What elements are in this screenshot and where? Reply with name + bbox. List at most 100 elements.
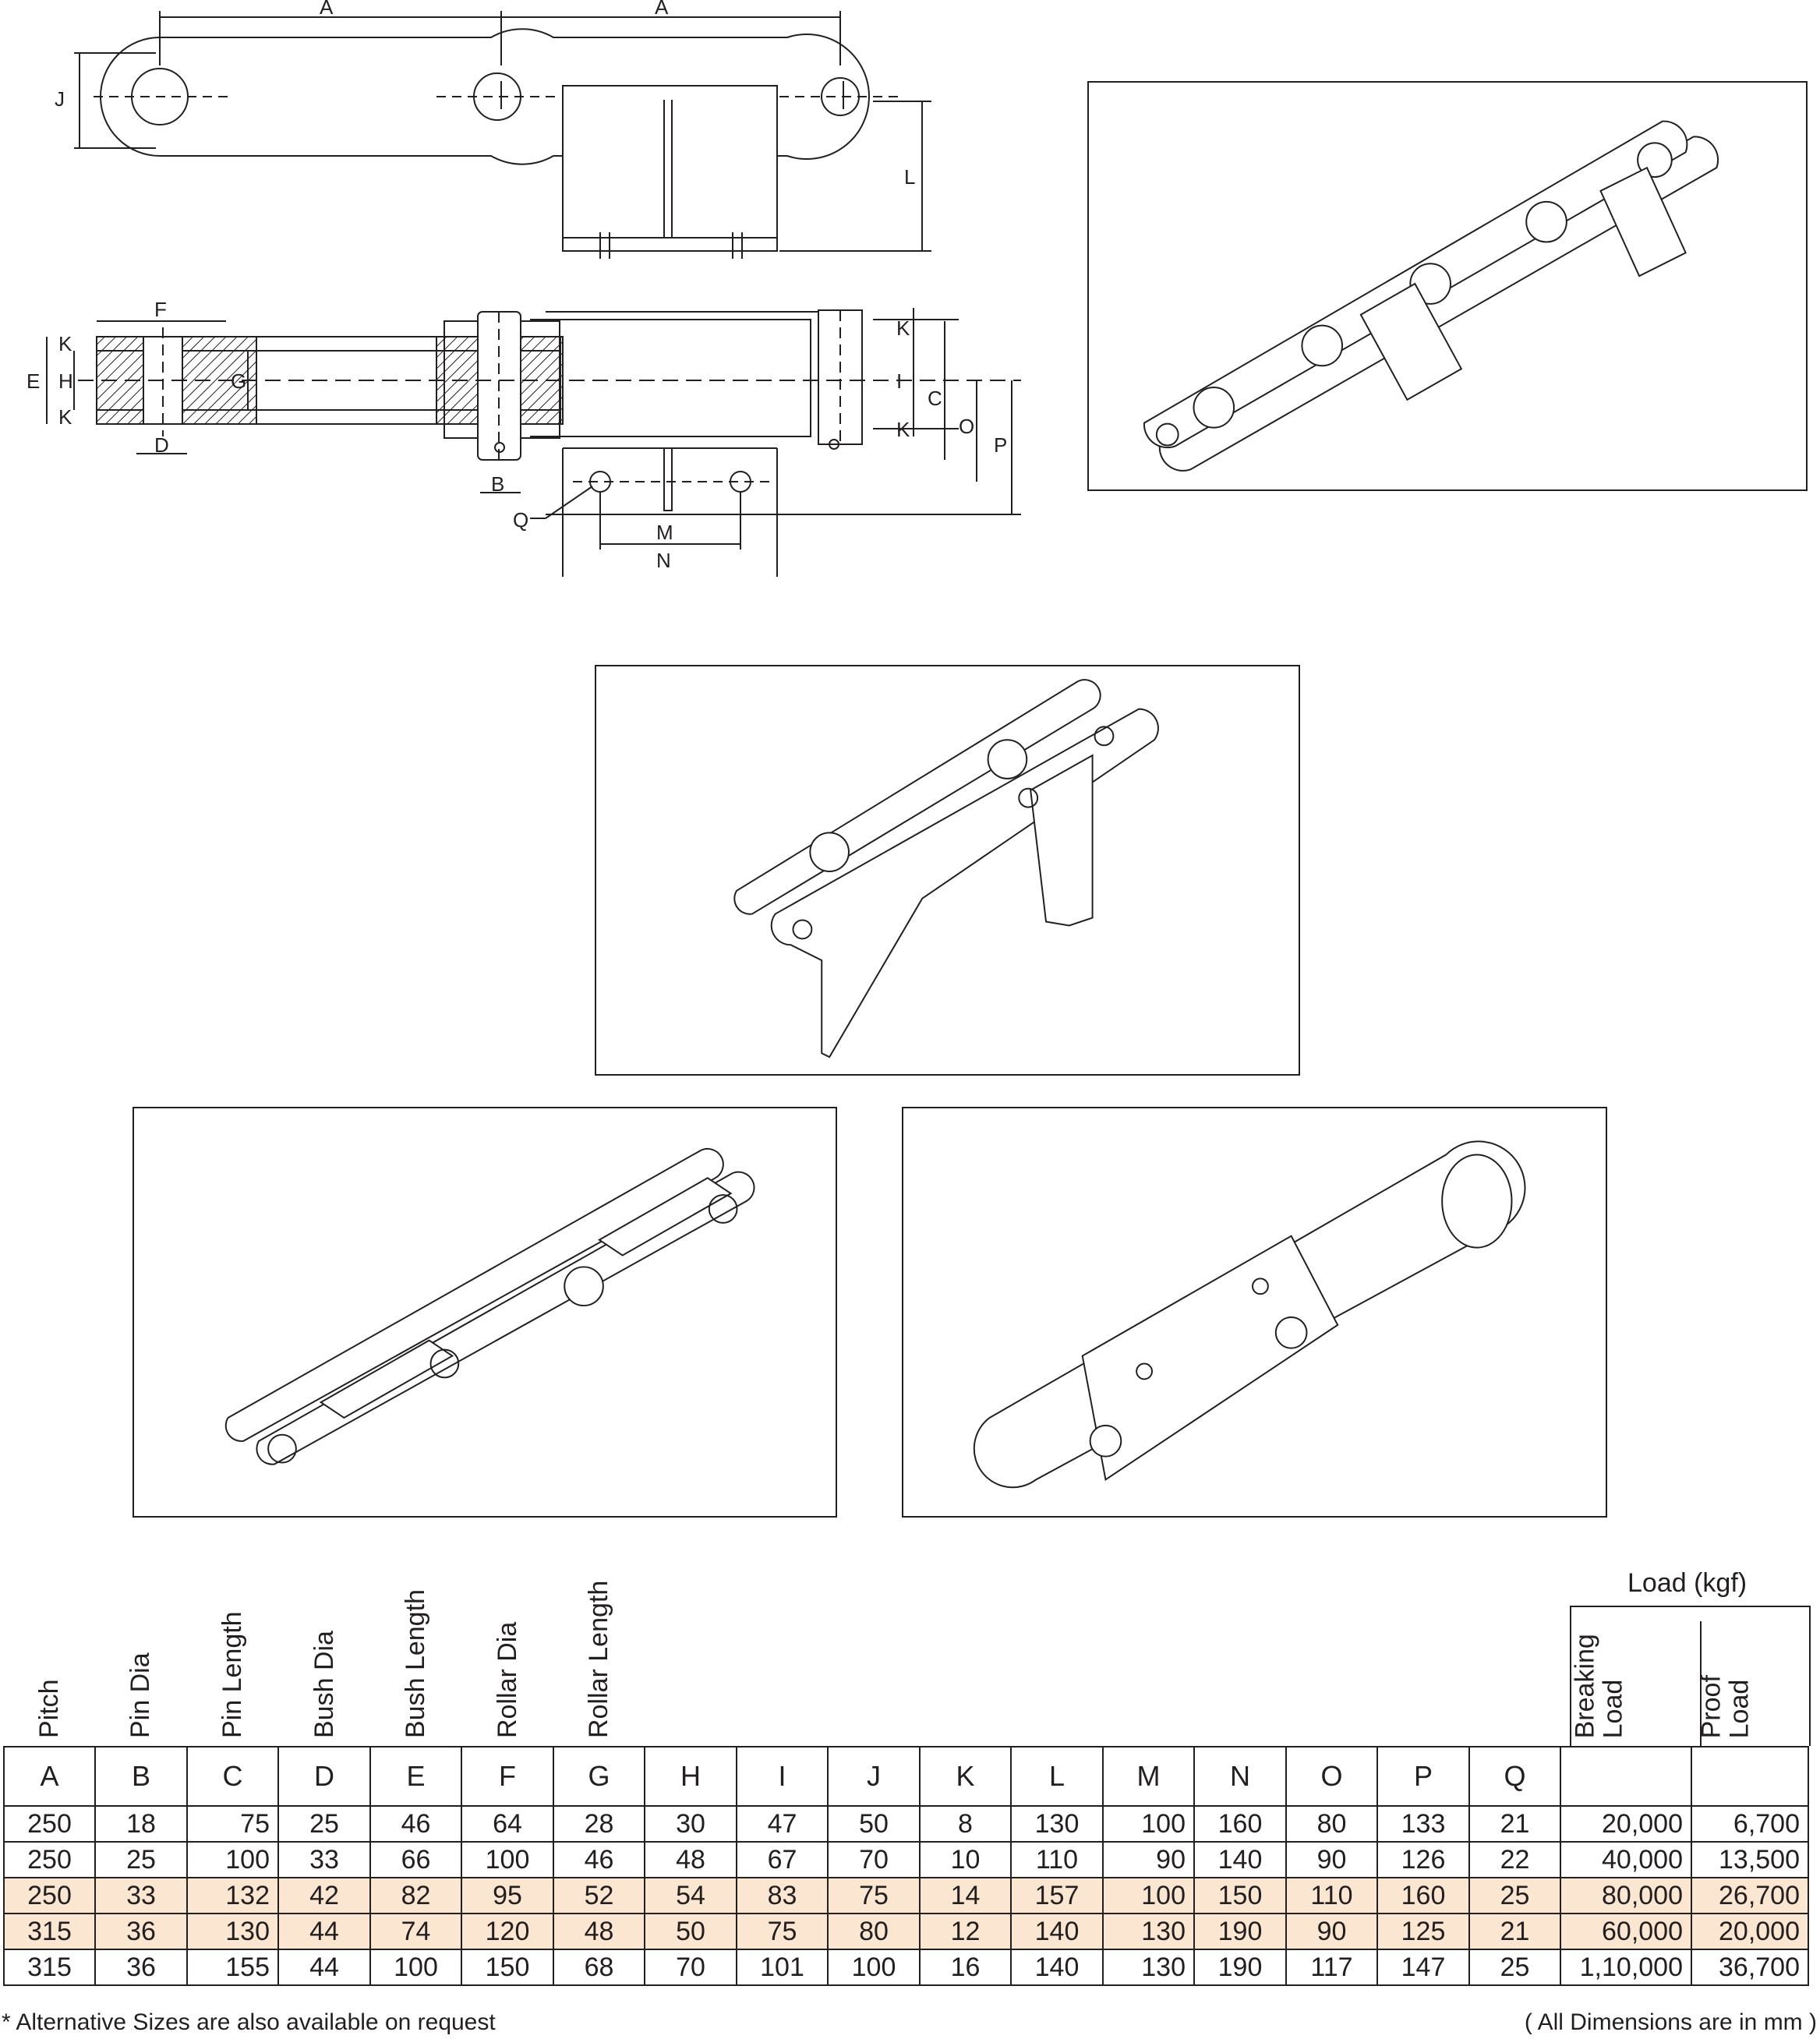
table-cell: 70 — [827, 1841, 921, 1878]
letter-cell: I — [736, 1746, 829, 1807]
table-cell: 25 — [94, 1841, 188, 1878]
table-cell: 190 — [1193, 1949, 1287, 1986]
letter-cell: N — [1193, 1746, 1287, 1807]
table-cell: 120 — [461, 1913, 554, 1950]
header-col-d: Bush Dia — [306, 1551, 353, 1738]
table-cell: 52 — [553, 1877, 645, 1914]
table-cell: 315 — [3, 1949, 96, 1986]
table-cell: 150 — [461, 1949, 554, 1986]
dim-label-o: O — [959, 415, 974, 438]
table-cell: 21 — [1468, 1805, 1561, 1843]
table-cell: 140 — [1193, 1841, 1287, 1878]
header-pin-dia: Pin Dia — [125, 1652, 155, 1738]
table-cell: 130 — [186, 1913, 279, 1950]
table-cell: 126 — [1376, 1841, 1470, 1878]
table-cell: 190 — [1193, 1913, 1287, 1950]
dim-label-i: I — [896, 369, 902, 393]
header-col-g: Rollar Length — [581, 1551, 627, 1738]
table-cell: 30 — [644, 1805, 737, 1843]
table-cell: 33 — [94, 1877, 188, 1914]
table-cell: 110 — [1285, 1877, 1378, 1914]
table-cell: 90 — [1102, 1841, 1195, 1878]
dim-label-k3: K — [896, 316, 910, 340]
table-cell: 110 — [1010, 1841, 1104, 1878]
dim-label-e: E — [27, 369, 40, 393]
table-cell: 100 — [369, 1949, 462, 1986]
letter-cell: B — [94, 1746, 188, 1807]
header-pin-length: Pin Length — [217, 1611, 247, 1738]
chain-illustration-flat-attachment — [133, 1107, 837, 1518]
table-cell: 100 — [186, 1841, 279, 1878]
table-cell: 147 — [1376, 1949, 1470, 1986]
table-cell: 25 — [277, 1805, 371, 1843]
table-cell: 90 — [1285, 1841, 1378, 1878]
letter-cell: K — [919, 1746, 1012, 1807]
load-group-divider — [1700, 1621, 1702, 1746]
table-cell: 150 — [1193, 1877, 1287, 1914]
letter-cell: O — [1285, 1746, 1378, 1807]
table-cell: 130 — [1102, 1913, 1195, 1950]
table-cell: 33 — [277, 1841, 371, 1878]
table-cell: 75 — [736, 1913, 829, 1950]
breaking-load-line1: Breaking — [1570, 1633, 1600, 1738]
header-bush-dia: Bush Dia — [309, 1631, 339, 1738]
table-cell: 25 — [1468, 1949, 1561, 1986]
header-rollar-dia: Rollar Dia — [493, 1621, 522, 1738]
table-cell: 36,700 — [1691, 1949, 1809, 1986]
header-col-b: Pin Dia — [122, 1551, 169, 1738]
table-cell: 18 — [94, 1805, 188, 1843]
table-cell: 80 — [827, 1913, 921, 1950]
table-cell: 16 — [919, 1949, 1012, 1986]
header-proof-load: Proof Load — [1697, 1582, 1790, 1738]
table-cell: 44 — [277, 1913, 371, 1950]
table-cell: 100 — [827, 1949, 921, 1986]
header-breaking-load: Breaking Load — [1571, 1582, 1663, 1738]
header-col-a: Pitch — [31, 1551, 78, 1738]
dim-label-g: G — [231, 369, 246, 393]
table-cell: 64 — [461, 1805, 554, 1843]
table-cell: 250 — [3, 1877, 96, 1914]
letter-cell: J — [827, 1746, 921, 1807]
dim-label-k2: K — [58, 405, 72, 429]
letter-cell: C — [186, 1746, 279, 1807]
letter-cell: F — [461, 1746, 554, 1807]
table-cell: 26,700 — [1691, 1877, 1809, 1914]
table-cell: 140 — [1010, 1913, 1104, 1950]
table-cell: 157 — [1010, 1877, 1104, 1914]
letter-cell — [1560, 1746, 1692, 1807]
table-cell: 140 — [1010, 1949, 1104, 1986]
chain-illustration-extended-plate — [902, 1107, 1607, 1518]
table-cell: 44 — [277, 1949, 371, 1986]
header-col-f: Rollar Dia — [489, 1551, 536, 1738]
table-cell: 125 — [1376, 1913, 1470, 1950]
table-cell: 75 — [186, 1805, 279, 1843]
table-cell: 20,000 — [1560, 1805, 1692, 1843]
table-cell: 133 — [1376, 1805, 1470, 1843]
table-cell: 74 — [369, 1913, 462, 1950]
table-cell: 12 — [919, 1913, 1012, 1950]
table-cell: 100 — [461, 1841, 554, 1878]
table-cell: 95 — [461, 1877, 554, 1914]
letter-cell: G — [553, 1746, 645, 1807]
table-cell: 40,000 — [1560, 1841, 1692, 1878]
dim-label-n: N — [656, 549, 671, 572]
dim-label-c: C — [928, 387, 942, 410]
dim-label-a2: A — [655, 0, 669, 19]
table-cell: 48 — [644, 1841, 737, 1878]
load-group-title: Load (kgf) — [1627, 1568, 1748, 1598]
dim-label-l: L — [904, 165, 915, 189]
table-cell: 22 — [1468, 1841, 1561, 1878]
technical-drawing: A A J L F E H K K G D B Q M N K I K C O … — [27, 0, 1021, 577]
dim-label-h: H — [58, 369, 73, 393]
letter-cell: M — [1102, 1746, 1195, 1807]
header-col-c: Pin Length — [214, 1551, 261, 1738]
table-cell: 250 — [3, 1805, 96, 1843]
table-cell: 117 — [1285, 1949, 1378, 1986]
table-cell: 50 — [644, 1913, 737, 1950]
dim-label-b: B — [491, 472, 504, 496]
letter-cell — [1691, 1746, 1809, 1807]
table-cell: 1,10,000 — [1560, 1949, 1692, 1986]
